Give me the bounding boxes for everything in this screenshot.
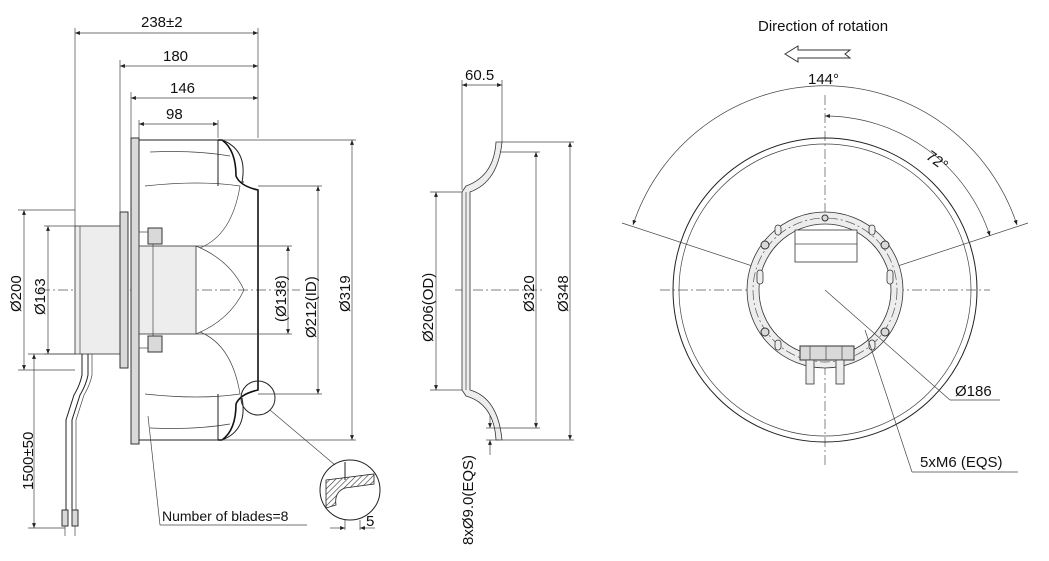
dim-cable-length: 1500±50 [20,432,37,490]
detail-circle [240,380,276,416]
thread-spec: 5xM6 (EQS) [920,454,1003,471]
impeller-backplate [130,137,140,445]
angle-72: 72° [923,147,951,174]
front-view: Direction of rotation 144° 72° [621,18,1029,473]
side-view: 5 238±2 180 146 98 [8,14,381,536]
rotation-arrow [784,45,852,63]
side-left-dimensions: Ø200 Ø163 1500±50 [8,209,75,529]
dim-ring-depth: 60.5 [465,67,494,84]
motor-flange [746,211,904,385]
motor-housing [74,225,121,355]
dim-ring-348: Ø348 [555,275,572,312]
dim-ring-320: Ø320 [521,275,538,312]
dim-ring-holes: 8xØ9.0(EQS) [460,455,477,545]
mounting-flange [119,211,129,369]
bolt-circle-dim: Ø186 [955,383,992,400]
dim-dia-138: (Ø138) [273,275,290,322]
side-top-dimensions: 238±2 180 146 98 [74,14,259,226]
dim-ring-od: Ø206(OD) [420,273,437,342]
detail-view: 5 [319,459,381,530]
dim-dia-212: Ø212(ID) [303,276,320,338]
impeller-shroud [218,139,259,441]
blade-count-label: Number of blades=8 [162,508,289,524]
dim-dia-163: Ø163 [32,278,49,315]
dim-dia-319: Ø319 [337,275,354,312]
angle-144: 144° [808,71,839,88]
inlet-ring-view: 60.5 Ø206(OD) Ø320 Ø348 8xØ9.0(EQS) [420,67,574,545]
impeller-hub [138,245,197,335]
dim-overall-depth: 238±2 [141,14,183,31]
inlet-ring-profile [461,141,503,441]
dim-dia-200: Ø200 [8,275,25,312]
dim-depth-98: 98 [166,106,183,123]
side-right-dimensions: (Ø138) Ø212(ID) Ø319 [196,139,356,441]
dim-depth-146: 146 [170,80,195,97]
rotation-label: Direction of rotation [758,18,888,35]
detail-dim-5: 5 [366,513,374,530]
dim-depth-180: 180 [163,48,188,65]
